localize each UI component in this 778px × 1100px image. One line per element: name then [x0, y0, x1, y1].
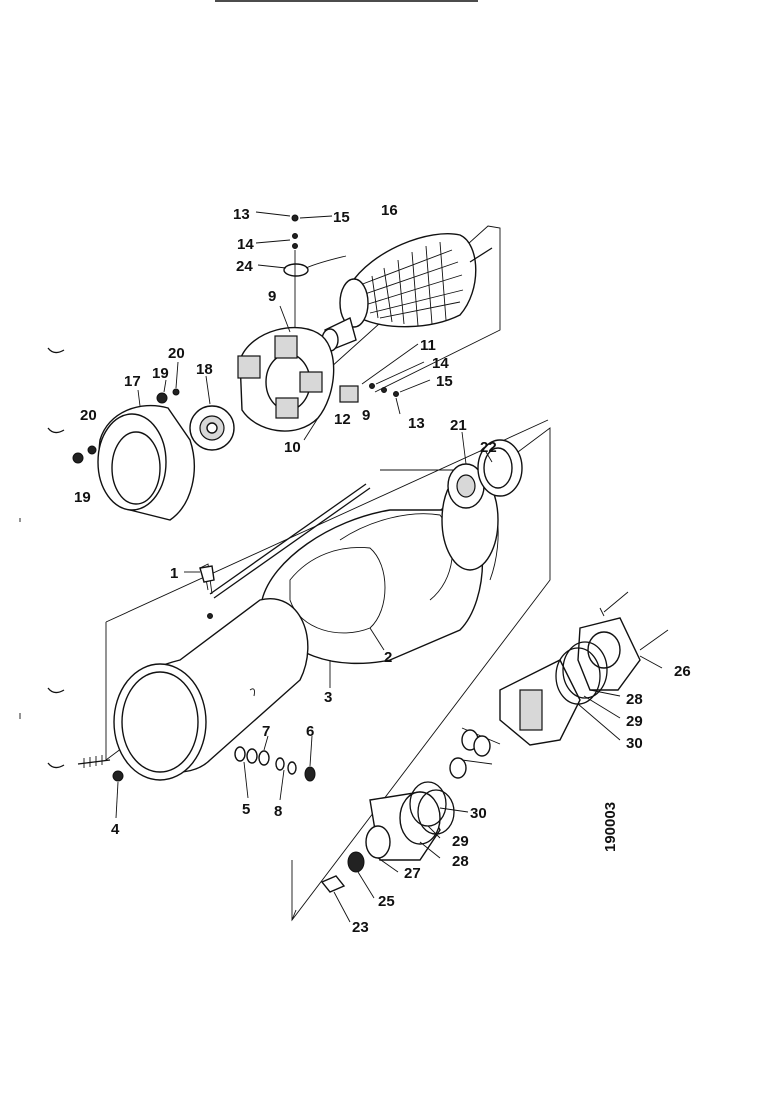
callout-8: 8	[274, 803, 282, 820]
washers-nuts-5-8	[234, 746, 316, 782]
callout-7: 7	[262, 723, 270, 740]
callout-24: 24	[236, 258, 253, 275]
callout-13: 13	[408, 415, 425, 432]
callout-14: 14	[432, 355, 449, 372]
callout-22: 22	[480, 439, 497, 456]
screw-part-1	[199, 565, 215, 583]
callout-labels: 13 15 16 14 24 9 20 19 18 17 11 14 15 12…	[74, 202, 691, 936]
callout-28: 28	[626, 691, 643, 708]
callout-30: 30	[470, 805, 487, 822]
brush-holder-plate-part-9	[237, 326, 335, 432]
callout-16: 16	[381, 202, 398, 219]
callout-27: 27	[404, 865, 421, 882]
callout-1: 1	[170, 565, 178, 582]
drawing-number: 190003	[602, 802, 619, 852]
bearing-part-18	[189, 405, 235, 451]
callout-28: 28	[452, 853, 469, 870]
end-cover-part-17	[97, 404, 195, 521]
callout-26: 26	[674, 663, 691, 680]
callout-15: 15	[333, 209, 350, 226]
callout-4: 4	[111, 821, 120, 838]
callout-12: 12	[334, 411, 351, 428]
callout-15: 15	[436, 373, 453, 390]
callout-2: 2	[384, 649, 392, 666]
terminal-bolt-part-4	[77, 755, 124, 782]
drive-end-assembly	[320, 781, 455, 893]
callout-25: 25	[378, 893, 395, 910]
callout-30: 30	[626, 735, 643, 752]
callout-29: 29	[452, 833, 469, 850]
callout-9: 9	[362, 407, 370, 424]
callout-leaders	[115, 211, 663, 923]
callout-29: 29	[626, 713, 643, 730]
callout-9: 9	[268, 288, 276, 305]
callout-10: 10	[284, 439, 301, 456]
callout-17: 17	[124, 373, 141, 390]
bearing-part-21	[447, 463, 485, 509]
callout-19: 19	[74, 489, 91, 506]
callout-3: 3	[324, 689, 332, 706]
callout-14: 14	[237, 236, 254, 253]
callout-11: 11	[420, 337, 436, 354]
terminal-screw-stack	[283, 214, 347, 330]
callout-5: 5	[242, 801, 250, 818]
callout-20: 20	[168, 345, 185, 362]
callout-21: 21	[450, 417, 467, 434]
motor-yoke-housing	[113, 598, 309, 781]
callout-6: 6	[306, 723, 314, 740]
callout-18: 18	[196, 361, 213, 378]
binder-marks	[19, 347, 65, 769]
callout-19: 19	[152, 365, 169, 382]
armature-part-16	[321, 233, 493, 352]
pump-head-assembly	[449, 591, 669, 779]
callout-23: 23	[352, 919, 369, 936]
callout-13: 13	[233, 206, 250, 223]
shim-part-22	[477, 439, 523, 497]
callout-20: 20	[80, 407, 97, 424]
brush-part-12	[339, 383, 399, 403]
nuts-washers-19-20	[72, 388, 180, 464]
